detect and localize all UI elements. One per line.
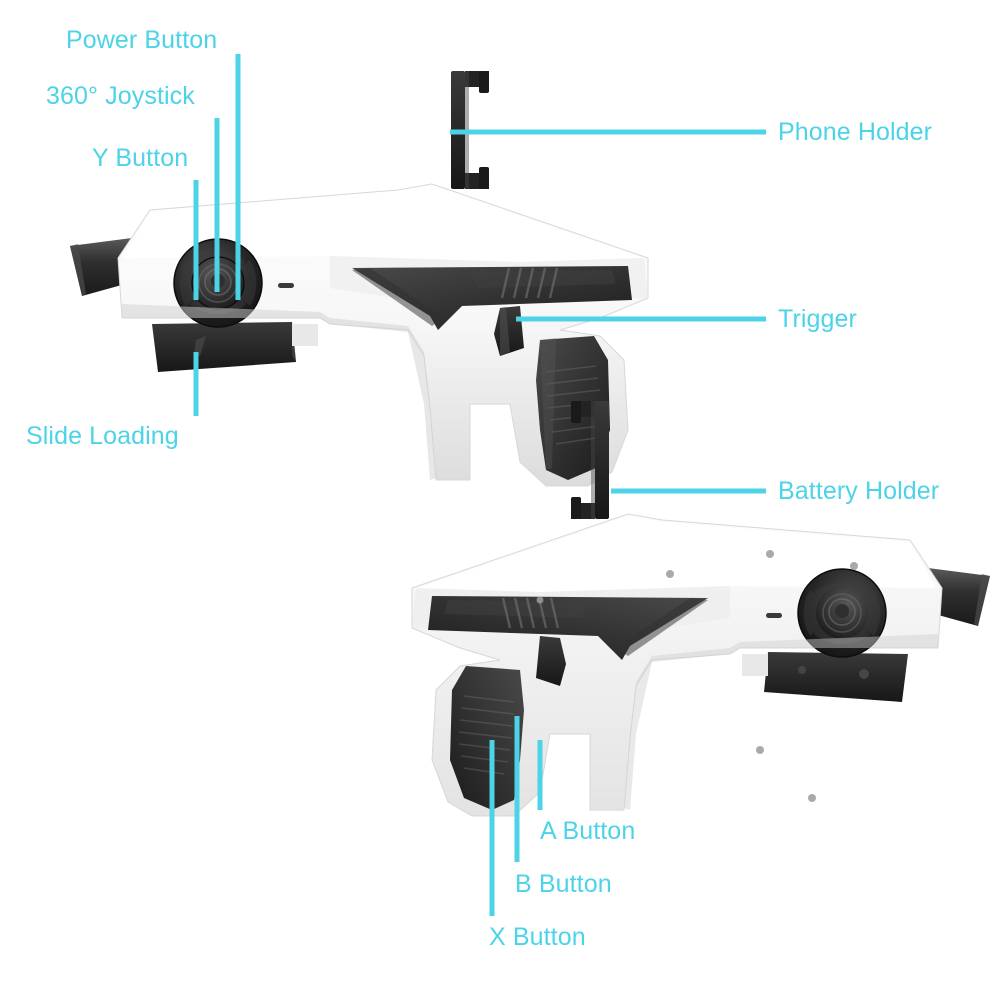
power-button-top [278, 283, 294, 288]
gun-top-deck-highlight [124, 186, 644, 262]
abxy-dial-bottom [797, 568, 887, 658]
callout-label-a-button: A Button [540, 817, 636, 845]
callout-label-b-button: B Button [515, 870, 612, 898]
phone-holder-clamp-bottom [571, 401, 609, 519]
callout-label-power-button: Power Button [66, 26, 218, 54]
grip-battery-holder-bottom [450, 666, 524, 810]
slide-loading-bottom [742, 652, 908, 702]
gun-bottom-view [411, 401, 990, 817]
callout-label-y-button: Y Button [92, 144, 189, 172]
callout-label-joystick-360: 360° Joystick [46, 82, 195, 110]
callout-label-trigger: Trigger [778, 305, 857, 333]
side-vent-panel-bottom [428, 596, 708, 660]
callout-label-x-button: X Button [489, 923, 586, 951]
callout-label-battery-holder: Battery Holder [778, 477, 940, 505]
power-button-bottom [766, 613, 782, 618]
slide-loading-top [152, 322, 318, 372]
screw-dots-bottom [536, 550, 858, 802]
side-vent-panel-top [352, 266, 632, 330]
gun-top-view [70, 71, 649, 487]
trigger-bottom [536, 636, 566, 686]
callout-label-phone-holder: Phone Holder [778, 118, 933, 146]
callout-label-slide-loading: Slide Loading [26, 422, 179, 450]
